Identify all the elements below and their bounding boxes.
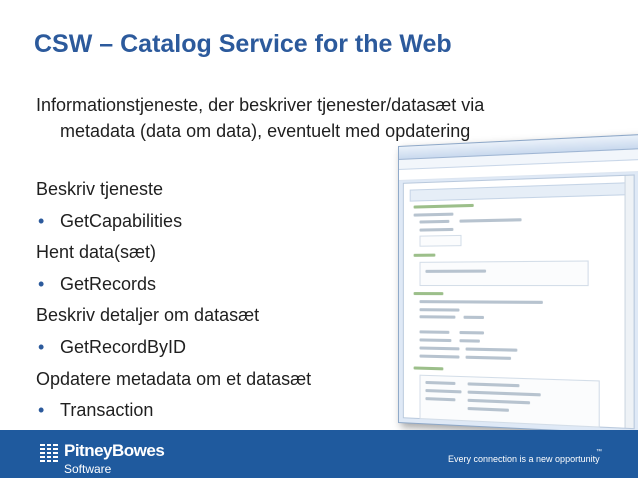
bullet-text: GetCapabilities: [60, 211, 182, 231]
metadata-editor-screenshot: [398, 134, 638, 435]
intro-line-1: Informationstjeneste, der beskriver tjen…: [36, 95, 484, 115]
list-heading: Beskriv tjeneste: [36, 176, 311, 208]
list-heading: Hent data(sæt): [36, 239, 311, 271]
bullet-item: •Transaction: [36, 397, 311, 429]
trademark-mark: ™: [596, 449, 602, 455]
bullet-icon: •: [38, 271, 60, 297]
intro-text: Informationstjeneste, der beskriver tjen…: [36, 92, 596, 144]
form-header: [410, 182, 627, 201]
metadata-form: [403, 174, 635, 429]
bullet-icon: •: [38, 208, 60, 234]
bullet-item: •GetRecords: [36, 271, 311, 303]
pitney-bowes-logo-icon: [40, 444, 58, 464]
brand-subtitle: Software: [64, 462, 111, 476]
bullet-item: •GetRecordByID: [36, 334, 311, 366]
heading-text: Beskriv tjeneste: [36, 179, 163, 199]
footer-bar: PitneyBowes Software Every connection is…: [0, 430, 638, 478]
scrollbar: [624, 176, 633, 429]
footer-tagline: Every connection is a new opportunity: [448, 454, 600, 464]
bullet-icon: •: [38, 397, 60, 423]
slide-title: CSW – Catalog Service for the Web: [34, 30, 452, 59]
bullet-text: GetRecordByID: [60, 337, 186, 357]
heading-text: Beskriv detaljer om datasæt: [36, 305, 259, 325]
heading-text: Opdatere metadata om et datasæt: [36, 369, 311, 389]
heading-text: Hent data(sæt): [36, 242, 156, 262]
bullet-icon: •: [38, 334, 60, 360]
list-heading: Opdatere metadata om et datasæt: [36, 366, 311, 398]
bullet-text: GetRecords: [60, 274, 156, 294]
list-heading: Beskriv detaljer om datasæt: [36, 302, 311, 334]
bullet-item: •GetCapabilities: [36, 208, 311, 240]
operations-list: Beskriv tjeneste•GetCapabilitiesHent dat…: [36, 176, 311, 429]
bullet-text: Transaction: [60, 400, 153, 420]
brand-name: PitneyBowes: [64, 441, 164, 461]
